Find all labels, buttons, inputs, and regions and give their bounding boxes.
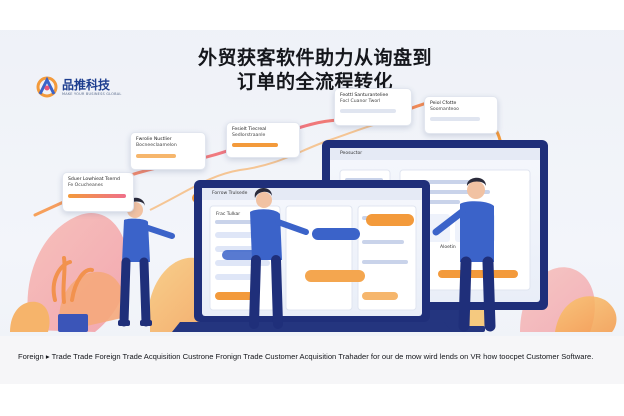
card-subtitle: Sedlorstraanle [232, 133, 266, 138]
info-card-4: Feottl Santuranteliee Focl Cuanor Tworl [334, 88, 412, 126]
headline: 外贸获客软件助力从询盘到 订单的全流程转化 [150, 46, 480, 94]
chat-bubble-orange-2 [305, 270, 365, 282]
card-subtitle: Focl Cuanor Tworl [340, 99, 381, 104]
card-title: Peiol Cfotte [430, 101, 457, 106]
card-title: Fwrolie Nustlier [136, 137, 172, 142]
monitor-header-title: Peosuctor [340, 151, 363, 156]
brand-logo: 品推科技 MAKE YOUR BUSINESS GLOBAL [36, 76, 121, 98]
brand-name: 品推科技 [62, 77, 111, 92]
laptop-header-title: Forrow Trulsede [212, 191, 248, 196]
card-progress-bar [340, 109, 396, 113]
bottom-strip [0, 384, 624, 416]
pintui-logo-icon [36, 76, 58, 98]
card-progress-bar [136, 154, 176, 158]
left-foliage [10, 213, 223, 332]
card-title: Feottl Santuranteliee [340, 93, 389, 98]
potted-plant [51, 256, 94, 332]
laptop-menu-item: Frac Tulkar [216, 212, 241, 217]
card-subtitle: Fe Ocucheanes [68, 183, 103, 188]
top-band [0, 0, 624, 30]
info-card-1: Sduer Lowhieat Tsernd Fe Ocucheanes [62, 172, 134, 212]
chat-bubble-orange [366, 214, 414, 226]
info-card-3: Fesielt Tiecreal Sedlorstraanle [226, 122, 300, 158]
brand-tagline: MAKE YOUR BUSINESS GLOBAL [62, 91, 122, 96]
info-card-5: Peiol Cfotte Soomanteoo [424, 96, 498, 134]
monitor-sub-label: Aloetin [440, 245, 456, 250]
chat-bubble-blue [312, 228, 360, 240]
person-woman-middle [249, 187, 309, 329]
card-progress-bar [430, 117, 480, 121]
info-card-2: Fwrolie Nustlier Bocneeclaamelon [130, 132, 206, 170]
person-man-right [432, 177, 496, 332]
left-laptop [172, 180, 452, 332]
headline-line-2: 订单的全流程转化 [236, 71, 393, 93]
card-progress-bar [232, 143, 278, 147]
card-subtitle: Bocneeclaamelon [136, 143, 177, 148]
card-title: Fesielt Tiecreal [232, 127, 267, 132]
card-title: Sduer Lowhieat Tsernd [68, 177, 120, 182]
headline-line-1: 外贸获客软件助力从询盘到 [197, 47, 432, 69]
card-progress-bar [68, 194, 126, 198]
card-subtitle: Soomanteoo [430, 107, 459, 112]
footer-caption: Foreign ▸ Trade Trade Foreign Trade Acqu… [18, 352, 594, 361]
